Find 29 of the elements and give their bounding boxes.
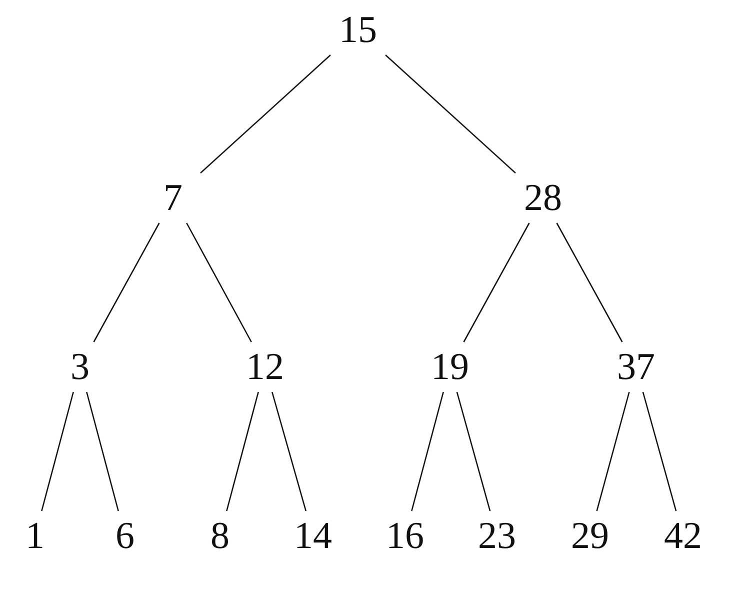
node-value: 42 [664, 514, 702, 558]
node-value: 6 [116, 514, 134, 558]
tree-edge [385, 54, 516, 174]
tree-edge [41, 392, 74, 512]
tree-edge [226, 392, 259, 512]
tree-edge [596, 392, 630, 512]
tree-edge [93, 222, 160, 342]
tree-edge [86, 392, 119, 512]
tree-edge [200, 54, 331, 174]
tree-edge [271, 392, 307, 512]
node-value: 29 [571, 514, 609, 558]
node-value: 12 [246, 345, 284, 389]
tree-edge [556, 222, 623, 342]
node-value: 1 [26, 514, 44, 558]
tree-edge [642, 392, 677, 512]
node-value: 14 [294, 514, 332, 558]
node-value: 15 [339, 8, 377, 52]
tree-edge [463, 222, 530, 342]
node-value: 7 [164, 176, 182, 220]
node-value: 23 [478, 514, 516, 558]
tree-edge [186, 222, 252, 342]
node-value: 16 [386, 514, 424, 558]
node-value: 3 [70, 345, 90, 389]
tree-edge [411, 392, 444, 512]
tree-edge [456, 392, 491, 512]
node-value: 37 [617, 345, 655, 389]
node-value: 8 [210, 514, 230, 558]
node-value: 28 [524, 176, 562, 220]
node-value: 19 [431, 345, 469, 389]
